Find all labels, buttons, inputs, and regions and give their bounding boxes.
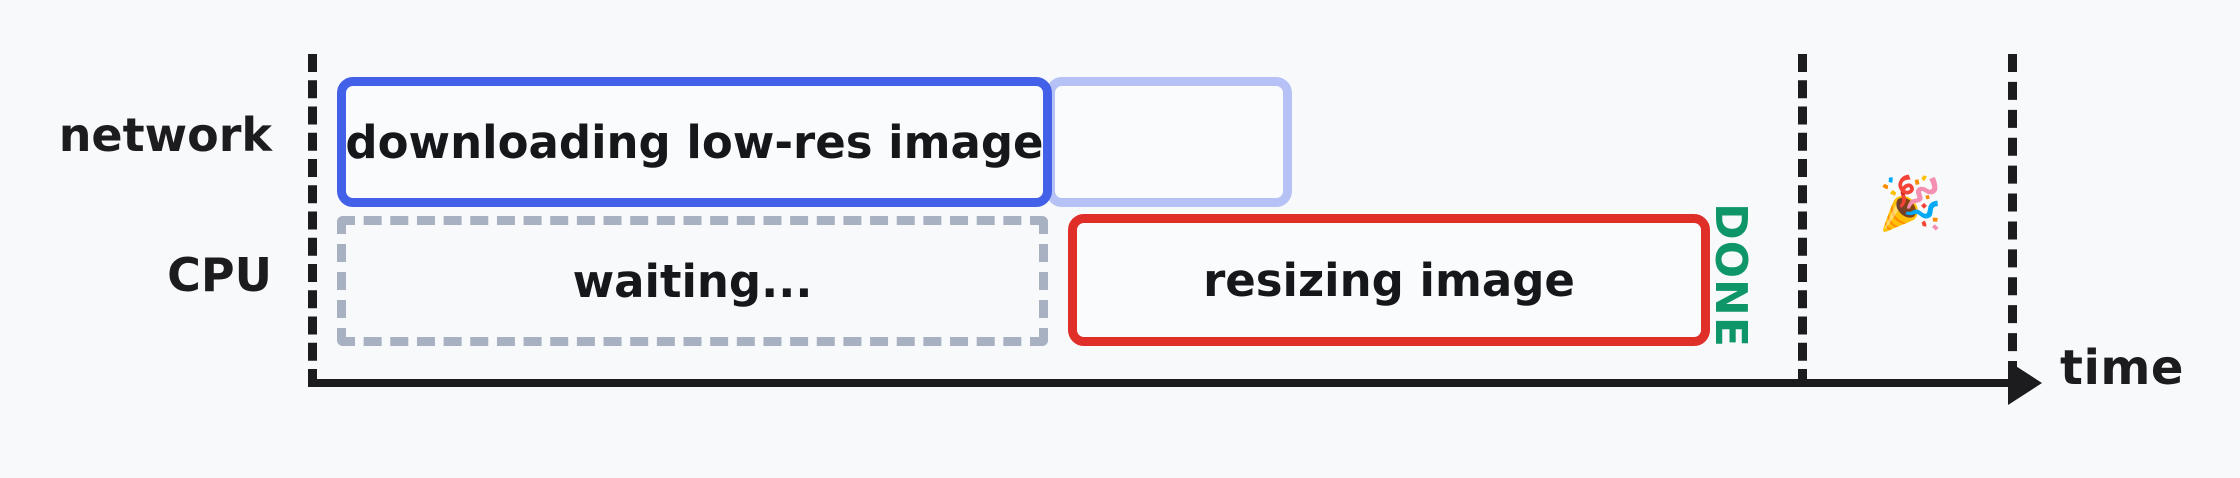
bar-downloading-ghost [1046,77,1292,207]
row-label-cpu: CPU [167,248,272,302]
party-popper-icon: 🎉 [1878,174,1943,234]
done-label: DONE [1704,202,1756,348]
bar-waiting: waiting... [337,216,1048,346]
marker-done-line [1798,54,1807,387]
marker-t0-line [308,54,317,387]
arrow-right-icon [2008,361,2042,405]
time-axis-line [308,379,2020,387]
bar-downloading-low-res-image: downloading low-res image [337,77,1052,207]
time-axis-label: time [2060,340,2184,396]
row-label-network: network [58,108,272,162]
bar-resizing-image: resizing image [1068,214,1710,346]
marker-end-line [2008,54,2017,379]
